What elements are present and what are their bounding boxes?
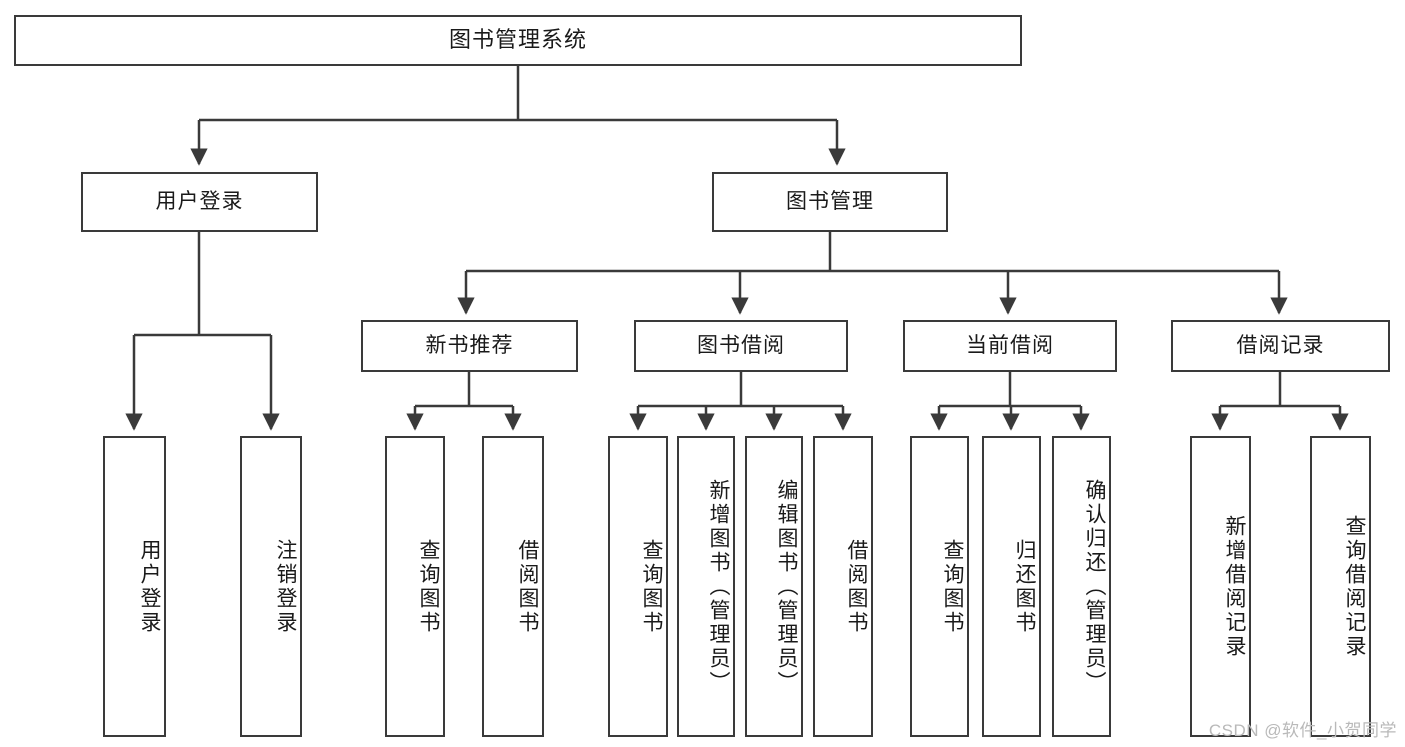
leaf-query-book-borrow[interactable]: 查询图书 [608, 436, 668, 737]
node-root-system[interactable]: 图书管理系统 [14, 15, 1022, 66]
watermark-text: CSDN @软件_小贺同学 [1208, 721, 1397, 740]
node-label: 归还图书 [1013, 538, 1036, 635]
node-new-book-recommend[interactable]: 新书推荐 [361, 320, 578, 372]
leaf-borrow-book-recommend[interactable]: 借阅图书 [482, 436, 544, 737]
node-book-management[interactable]: 图书管理 [712, 172, 948, 232]
leaf-query-book-current[interactable]: 查询图书 [910, 436, 969, 737]
node-label: 编辑图书（管理员） [775, 478, 798, 695]
node-label: 借阅图书 [845, 538, 868, 635]
node-book-borrow[interactable]: 图书借阅 [634, 320, 848, 372]
node-current-borrow[interactable]: 当前借阅 [903, 320, 1117, 372]
node-label: 注销登录 [274, 538, 297, 635]
leaf-add-borrow-record[interactable]: 新增借阅记录 [1190, 436, 1251, 737]
node-label: 当前借阅 [966, 334, 1054, 358]
node-label: 新增图书（管理员） [707, 478, 730, 695]
node-label: 用户登录 [138, 538, 161, 635]
leaf-query-borrow-record[interactable]: 查询借阅记录 [1310, 436, 1371, 737]
leaf-query-book-recommend[interactable]: 查询图书 [385, 436, 445, 737]
node-label: 新书推荐 [425, 334, 514, 358]
node-label: 新增借阅记录 [1223, 514, 1246, 659]
node-label: 查询图书 [941, 538, 964, 635]
node-label: 图书借阅 [697, 334, 785, 358]
node-borrow-record[interactable]: 借阅记录 [1171, 320, 1390, 372]
node-label: 确认归还（管理员） [1083, 478, 1106, 695]
node-label: 查询图书 [640, 538, 663, 635]
leaf-logout[interactable]: 注销登录 [240, 436, 302, 737]
node-label: 借阅记录 [1236, 334, 1325, 358]
leaf-edit-book-admin[interactable]: 编辑图书（管理员） [745, 436, 803, 737]
leaf-add-book-admin[interactable]: 新增图书（管理员） [677, 436, 735, 737]
node-label: 查询图书 [417, 538, 440, 635]
leaf-borrow-book[interactable]: 借阅图书 [813, 436, 873, 737]
node-label: 用户登录 [155, 190, 244, 214]
node-label: 图书管理系统 [448, 27, 587, 53]
node-user-login[interactable]: 用户登录 [81, 172, 318, 232]
leaf-return-book[interactable]: 归还图书 [982, 436, 1041, 737]
node-label: 借阅图书 [516, 538, 539, 635]
leaf-confirm-return-admin[interactable]: 确认归还（管理员） [1052, 436, 1111, 737]
node-label: 查询借阅记录 [1343, 514, 1366, 659]
node-label: 图书管理 [786, 190, 874, 214]
leaf-user-login[interactable]: 用户登录 [103, 436, 166, 737]
